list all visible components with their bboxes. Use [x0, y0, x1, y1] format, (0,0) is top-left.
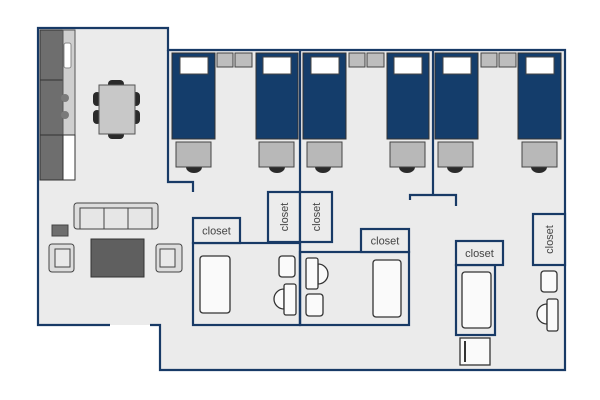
kitchen	[39, 29, 140, 181]
toilet-icon	[536, 298, 559, 332]
armchair	[155, 243, 183, 273]
bed	[434, 52, 479, 140]
desk	[258, 141, 295, 173]
bathtub	[372, 259, 402, 318]
toilet-icon	[305, 257, 329, 290]
bed	[517, 52, 562, 140]
bed	[255, 52, 299, 140]
outer-wall	[36, 26, 567, 372]
sink-icon	[305, 293, 324, 317]
bed	[302, 52, 347, 140]
sink-icon	[540, 270, 558, 293]
closet-label: closet	[202, 226, 231, 238]
bathroom-2	[298, 250, 411, 327]
nightstand	[348, 52, 366, 68]
living-room	[48, 202, 183, 278]
rug	[90, 238, 145, 278]
bedroom-divider-2	[408, 50, 458, 206]
bathtub	[461, 271, 492, 329]
closet-label: closet	[311, 203, 323, 232]
side-table	[51, 224, 69, 237]
closet-label: closet	[544, 225, 556, 254]
sink-icon	[278, 255, 296, 278]
nightstand	[366, 52, 385, 68]
burner-icon	[61, 111, 69, 119]
desk	[521, 141, 558, 173]
sofa	[73, 202, 159, 230]
bedroom-furniture	[171, 52, 562, 173]
cabinets	[39, 29, 64, 181]
bathtub	[199, 255, 231, 314]
nightstand	[216, 52, 234, 68]
burner-icon	[61, 94, 69, 102]
closet-6	[531, 212, 567, 267]
closet-label: closet	[279, 203, 291, 232]
closet-5	[454, 239, 505, 267]
closet-label: closet	[465, 248, 494, 260]
kitchen-wall	[166, 50, 195, 192]
nightstand	[480, 52, 498, 68]
armchair	[48, 243, 75, 273]
closet-1	[191, 216, 242, 245]
refrigerator	[62, 134, 76, 181]
closet-3	[298, 190, 334, 244]
closet-label: closet	[371, 236, 400, 248]
desk	[389, 141, 426, 173]
sink-icon	[63, 42, 72, 69]
bed	[386, 52, 430, 140]
nightstand	[234, 52, 253, 68]
desk	[306, 141, 343, 173]
nightstand	[498, 52, 517, 68]
bed	[171, 52, 216, 140]
toilet-icon	[273, 283, 297, 316]
closet-4	[359, 227, 411, 254]
dining-table	[93, 80, 140, 139]
desk	[175, 141, 212, 173]
mini-fridge	[459, 337, 491, 366]
closet-2	[266, 190, 302, 244]
desk	[437, 141, 474, 173]
